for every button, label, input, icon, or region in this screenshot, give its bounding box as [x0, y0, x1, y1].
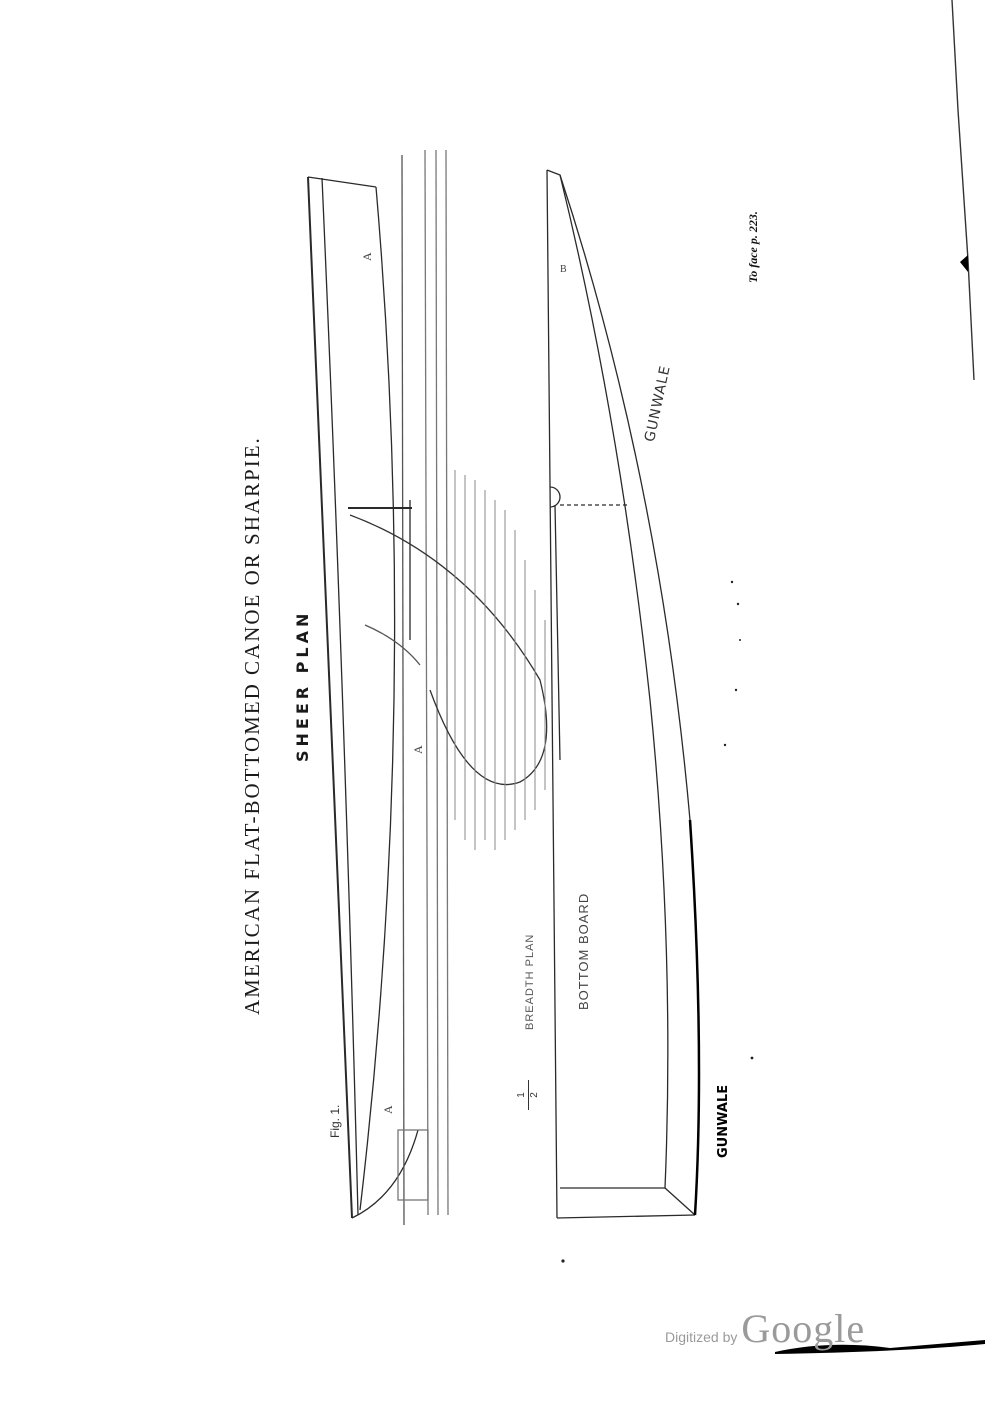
svg-text:A: A	[360, 252, 374, 261]
svg-text:B: B	[560, 264, 567, 275]
watermark-prefix: Digitized by	[665, 1329, 738, 1345]
bottom-board-label: BOTTOM BOARD	[576, 892, 591, 1010]
figure-label: Fig. 1.	[328, 1104, 342, 1138]
breadth-plan-drawing: B	[546, 169, 701, 1219]
page-caption: To face p. 223.	[746, 211, 760, 283]
hatching	[454, 470, 546, 850]
svg-text:A: A	[411, 745, 425, 754]
scale-fraction: 1 2	[516, 1080, 546, 1110]
plate-title: AMERICAN FLAT-BOTTOMED CANOE OR SHARPIE.	[240, 436, 264, 1015]
digitized-watermark: Digitized by Google	[665, 1305, 865, 1352]
svg-text:A: A	[381, 1105, 395, 1114]
google-logo-text: Google	[741, 1306, 866, 1351]
breadth-plan-label: BREADTH PLAN	[524, 933, 536, 1030]
scale-numerator: 1	[516, 1080, 529, 1110]
gunwale-label-lower: GUNWALE	[716, 1084, 731, 1158]
sheer-plan-drawing: A A A	[307, 149, 548, 1226]
sheer-plan-label: SHEER PLAN	[293, 609, 312, 762]
scale-denominator: 2	[529, 1092, 540, 1098]
page-edge	[951, 0, 975, 381]
scan-smudge	[775, 1340, 985, 1354]
